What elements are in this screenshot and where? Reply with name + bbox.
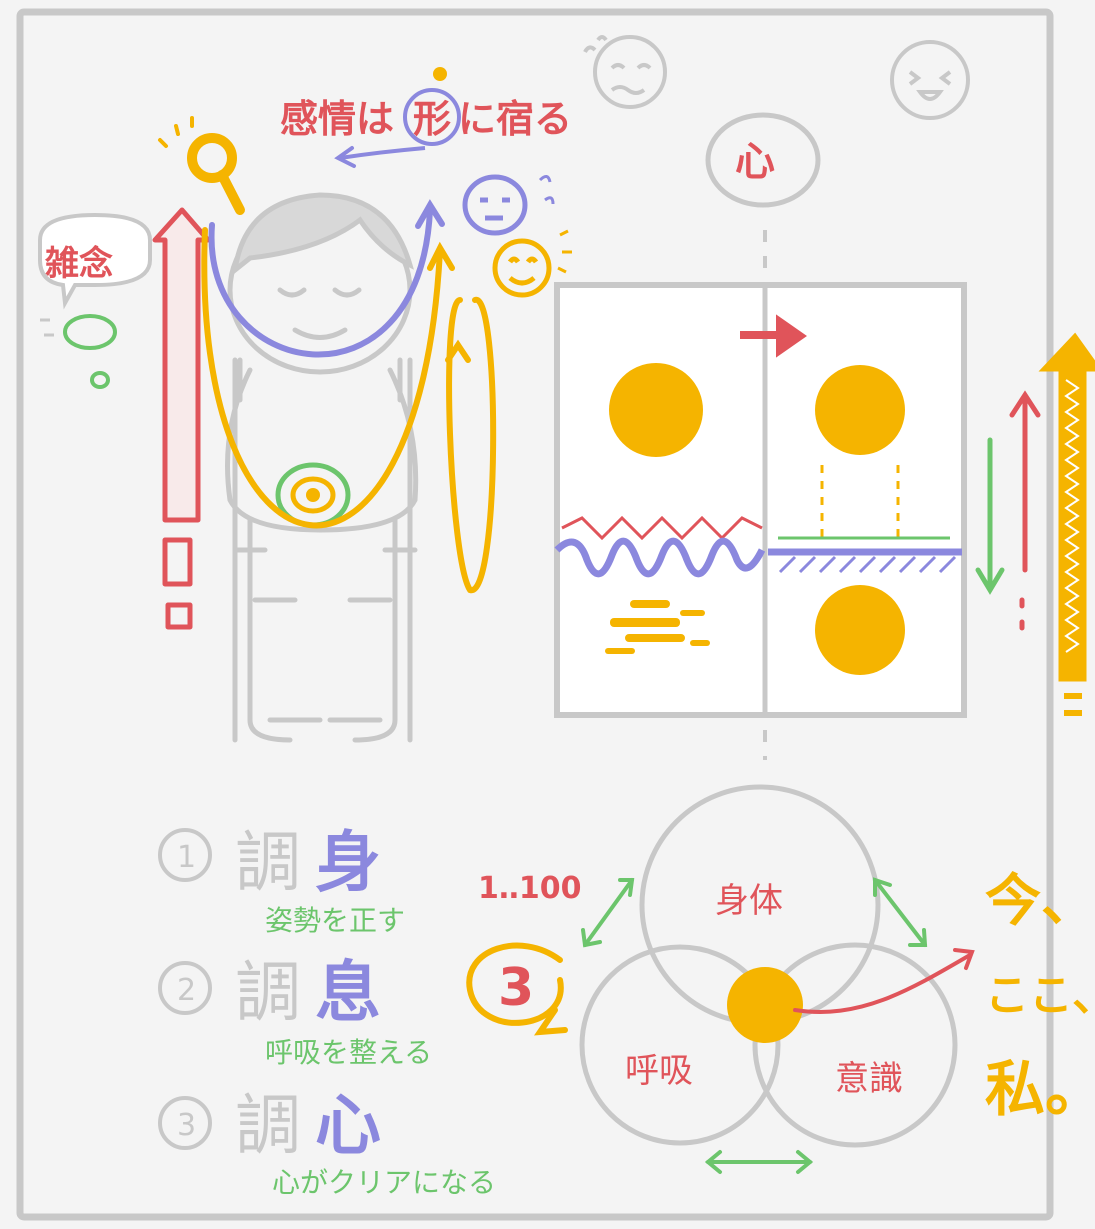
step-2-number: 2 [177,973,196,1008]
step-3-caption: 心がクリアになる [272,1166,496,1199]
reflection-guide-lines [820,465,900,540]
venn-circle-mind [752,942,958,1148]
descend-green-arrow [975,437,1005,595]
conclusion-group: 今、 ここ、 私。 [985,869,1095,1125]
worried-face-icon [583,35,667,109]
step-1-key: 身 [315,824,381,901]
panel-label-text: 心 [735,139,775,185]
happy-face-icon [890,40,970,120]
conclusion-line-1: 今、 [985,869,1095,934]
steps-list: 1 調 身 姿勢を正す 2 調 息 呼吸を整える 3 調 心 心がクリアになる [158,824,496,1199]
step-3-prefix: 調 [235,1087,301,1164]
thought-bubble: 雑念 [38,212,152,389]
distraction-up-arrow [152,207,211,630]
title-group: 感情は 形 に宿る [280,67,572,168]
smiling-face-icon [492,229,572,298]
title-dot [433,67,447,81]
venn-balance-arrows [581,877,928,1174]
title-prefix: 感情は [280,97,394,141]
step-1-number: 1 [177,840,196,875]
outer-frame [16,8,1054,1221]
calm-face-icon [462,174,555,236]
venn-top-label: 身体 [715,881,783,921]
step-2-prefix: 調 [235,954,301,1031]
turbulent-wave-red [561,515,763,541]
transition-right-arrow [740,314,807,358]
venn-scale-label: 1‥100 [478,871,582,906]
scattered-reflection [605,600,710,654]
seated-person-figure [225,192,419,743]
conclusion-line-2: ここ、 [985,970,1095,1021]
venn-left-label: 呼吸 [625,1051,693,1091]
reflection-sphere-left [609,363,703,457]
emotion-blue-curve [208,199,445,358]
step-1: 1 調 身 姿勢を正す [158,824,405,937]
title-highlight-circle [403,88,461,146]
to-conclusion-arrow [793,948,975,1014]
title-arrow [339,146,426,160]
reflection-sphere-right [815,365,905,455]
side-label-text: 雑念 [44,244,113,284]
cycle-number: 3 [498,958,534,1018]
step-2-key: 息 [315,954,381,1031]
conclusion-line-3: 私。 [985,1055,1095,1125]
cycle-arrow-icon [466,942,568,1036]
mind-panel-label: 心 [705,112,821,208]
step-3-number: 3 [177,1108,196,1143]
title-suffix: に宿る [458,97,572,141]
step-2-caption: 呼吸を整える [265,1036,432,1069]
calm-surface-hatch [778,555,957,574]
venn-center-dot [727,967,803,1043]
step-3-key: 心 [315,1087,381,1164]
mirrored-sphere [815,585,905,675]
venn-circle-breath [579,944,781,1146]
step-3: 3 調 心 心がクリアになる [158,1087,496,1199]
step-2-number-badge [158,961,212,1015]
awareness-yellow-arrow [1038,332,1095,716]
title-arrow-head [334,146,356,168]
magnifier-icon [158,116,245,215]
step-2: 2 調 息 呼吸を整える [158,954,432,1069]
venn-right-label: 意識 [835,1059,903,1099]
step-1-caption: 姿勢を正す [265,904,405,937]
rise-red-arrow [1009,390,1041,631]
step-1-prefix: 調 [235,824,301,901]
title-boxed-word: 形 [413,97,451,141]
venn-diagram: 身体 呼吸 意識 1‥100 3 [466,784,975,1174]
turbulent-wave-blue [554,537,766,578]
step-3-number-badge [158,1096,212,1150]
step-1-number-badge [158,828,212,882]
energy-yellow-loop [201,227,497,593]
comparison-panel [554,282,967,718]
